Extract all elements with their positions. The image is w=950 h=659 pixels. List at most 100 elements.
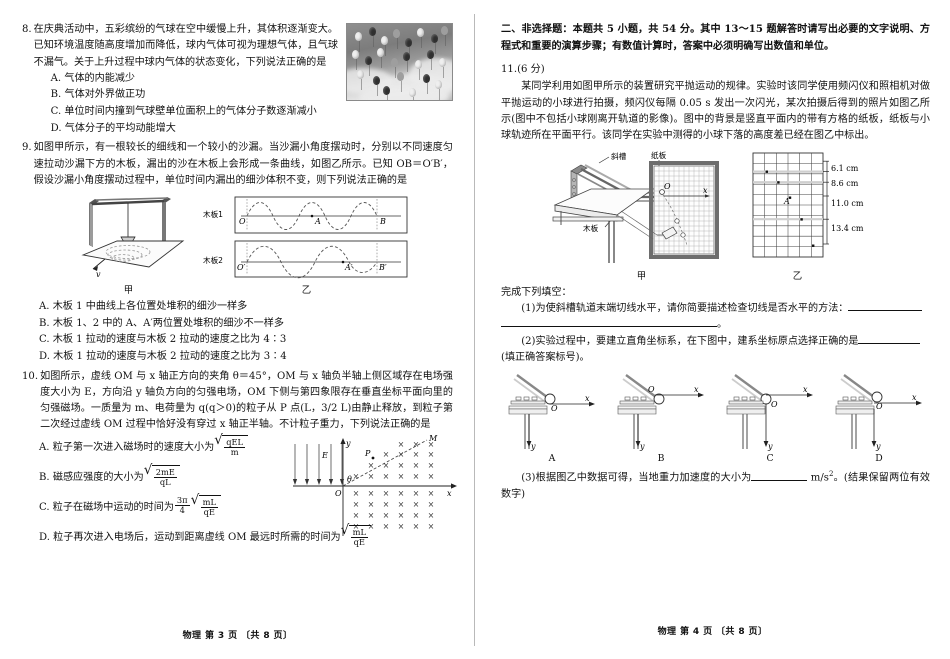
svg-text:6.1 cm: 6.1 cm: [831, 164, 859, 173]
choice-diagram-C[interactable]: x O y C: [721, 369, 819, 464]
left-page-footer: 物理 第 3 页 〔共 8 页〕: [182, 631, 293, 641]
question-9-option-d[interactable]: D. 木板 1 拉动的速度与木板 2 拉动的速度之比为 3∶4: [39, 350, 287, 362]
q10-a-label: A.: [39, 441, 50, 453]
q10-c-label: C.: [39, 501, 50, 513]
svg-text:×: ×: [428, 450, 435, 459]
svg-text:×: ×: [353, 500, 360, 509]
svg-text:×: ×: [413, 489, 420, 498]
svg-text:v: v: [96, 270, 101, 279]
svg-text:P: P: [364, 449, 371, 458]
svg-text:x: x: [447, 489, 452, 498]
svg-text:×: ×: [368, 522, 375, 531]
question-10-option-a[interactable]: A. 粒子第一次进入磁场时的速度大小为qELm: [22, 434, 302, 464]
sub3-unit-exp: 2: [828, 470, 834, 479]
q10-b-text: 磁感应强度的大小为: [52, 471, 144, 483]
figure-apparatus-jia: 斜槽 纸板 木板: [547, 149, 737, 282]
figure-yi-caption: 乙: [301, 285, 312, 297]
choice-label-D: D: [875, 453, 883, 465]
section-2-heading: 二、非选择题：本题共 5 小题，共 54 分。其中 13～15 题解答时请写出必…: [501, 24, 930, 52]
question-8-option-b[interactable]: B. 气体对外界做正功: [50, 89, 146, 101]
question-9-figure: v 甲 木板1 木板2: [22, 193, 453, 296]
sub2-blank[interactable]: [858, 342, 921, 344]
choice-diagram-D[interactable]: x O y D: [830, 369, 928, 464]
question-9-stem: 如图甲所示，有一根较长的细线和一个较小的沙漏。当沙漏小角度摆动时，分别以不同速度…: [33, 142, 453, 186]
choice-label-C: C: [766, 453, 774, 465]
sub3-blank[interactable]: [751, 479, 808, 481]
question-11-sub1: (1)为使斜槽轨道末端切线水平，请你简要描述检查切线是否水平的方法：: [501, 301, 930, 317]
sub1-blank-1[interactable]: [848, 310, 923, 311]
svg-text:×: ×: [353, 472, 360, 481]
svg-text:×: ×: [428, 440, 435, 449]
sub1-blank-2[interactable]: [501, 326, 717, 328]
question-8-stem: 在庆典活动中，五彩缤纷的气球在空中缓慢上升，其体积逐渐变大。已知环境温度随高度增…: [33, 24, 338, 68]
sub1-text: (1)为使斜槽轨道末端切线水平，请你简要描述检查切线是否水平的方法：: [521, 303, 849, 314]
svg-text:×: ×: [428, 461, 435, 470]
q10-d-den: qE: [350, 537, 368, 547]
apparatus-caption-jia: 甲: [636, 270, 647, 282]
svg-text:y: y: [345, 439, 351, 448]
question-10-option-b[interactable]: B. 磁感应强度的大小为2mEqL: [22, 464, 302, 494]
svg-text:×: ×: [413, 461, 420, 470]
figure-jia-pendulum: v 甲: [65, 193, 193, 296]
svg-text:x: x: [585, 394, 590, 403]
label-paperboard: 纸板: [651, 150, 667, 160]
q10-c-num: mL: [202, 497, 216, 508]
svg-text:13.4 cm: 13.4 cm: [831, 224, 864, 233]
svg-text:×: ×: [398, 500, 405, 509]
choice-diagram-B[interactable]: x O y B: [612, 369, 710, 464]
right-page-footer: 物理 第 4 页 〔共 8 页〕: [657, 627, 768, 637]
label-incline: 斜槽: [611, 151, 627, 161]
question-11-sub1-line2: 。: [501, 317, 930, 333]
question-8-option-a[interactable]: A. 气体的内能减少: [50, 72, 136, 84]
apparatus-caption-yi: 乙: [792, 270, 803, 282]
q10-d-text: 粒子再次进入电场后，运动到距离虚线 OM 最远时所需的时间为: [53, 531, 341, 543]
svg-text:8.6 cm: 8.6 cm: [831, 179, 859, 188]
label-woodboard: 木板: [583, 223, 599, 233]
question-10-option-d[interactable]: D. 粒子再次进入电场后，运动到距离虚线 OM 最远时所需的时间为mLqE: [22, 524, 453, 554]
svg-text:×: ×: [398, 440, 405, 449]
choice-diagram-A[interactable]: x O y A: [503, 369, 601, 464]
question-9-option-c[interactable]: C. 木板 1 拉动的速度与木板 2 拉动的速度之比为 4∶3: [39, 334, 287, 346]
question-9-option-b[interactable]: B. 木板 1、2 中的 A、A′两位置处堆积的细沙不一样多: [39, 317, 284, 329]
question-8-option-c[interactable]: C. 单位时间内撞到气球壁单位面积上的气体分子数逐渐减小: [50, 106, 317, 118]
svg-text:×: ×: [428, 511, 435, 520]
question-9-option-a[interactable]: A. 木板 1 中曲线上各位置处堆积的细沙一样多: [39, 301, 248, 313]
question-11-fill-lead: 完成下列填空：: [501, 286, 572, 298]
question-10-figure: y x O: [281, 428, 459, 540]
figure-jia-caption: 甲: [123, 285, 134, 297]
question-11-sub2: (2)实验过程中，要建立直角坐标系，在下图中，建系坐标原点选择正确的是: [501, 334, 930, 350]
q10-a-text: 粒子第一次进入磁场时的速度大小为: [52, 441, 215, 453]
svg-text:×: ×: [413, 472, 420, 481]
svg-text:×: ×: [428, 500, 435, 509]
q10-c-coef-den: 4: [174, 505, 190, 515]
svg-text:×: ×: [383, 500, 390, 509]
choice-label-B: B: [657, 453, 665, 465]
svg-text:θ: θ: [347, 475, 352, 484]
svg-text:×: ×: [368, 511, 375, 520]
svg-text:x: x: [703, 186, 708, 195]
question-11-stem: 某同学利用如图甲所示的装置研究平抛运动的规律。实验时该同学使用频闪仪和照相机对做…: [501, 81, 930, 142]
svg-text:×: ×: [413, 522, 420, 531]
column-divider: [474, 14, 475, 646]
svg-text:×: ×: [398, 450, 405, 459]
left-column: 8.: [0, 0, 475, 659]
svg-text:×: ×: [413, 450, 420, 459]
sub2-text: (2)实验过程中，要建立直角坐标系，在下图中，建系坐标原点选择正确的是: [521, 335, 859, 347]
svg-text:×: ×: [368, 461, 375, 470]
question-8-option-d[interactable]: D. 气体分子的平均动能增大: [50, 122, 176, 134]
svg-text:×: ×: [428, 489, 435, 498]
svg-text:O′: O′: [237, 263, 246, 272]
question-10-option-c[interactable]: C. 粒子在磁场中运动的时间为3π4mLqE: [22, 494, 302, 524]
question-10-number: 10.: [22, 370, 39, 382]
svg-text:x: x: [803, 385, 808, 394]
svg-text:B′: B′: [378, 263, 387, 272]
question-11-sub2-tail: (填正确答案标号)。: [501, 351, 590, 363]
svg-text:x: x: [694, 385, 699, 394]
question-9-number: 9.: [22, 142, 32, 154]
svg-text:×: ×: [383, 489, 390, 498]
svg-text:×: ×: [383, 461, 390, 470]
svg-text:B: B: [379, 217, 386, 226]
question-10-stem: 如图所示，虚线 OM 与 x 轴正方向的夹角 θ＝45°，OM 与 x 轴负半轴…: [40, 370, 453, 431]
svg-text:O: O: [335, 489, 342, 498]
